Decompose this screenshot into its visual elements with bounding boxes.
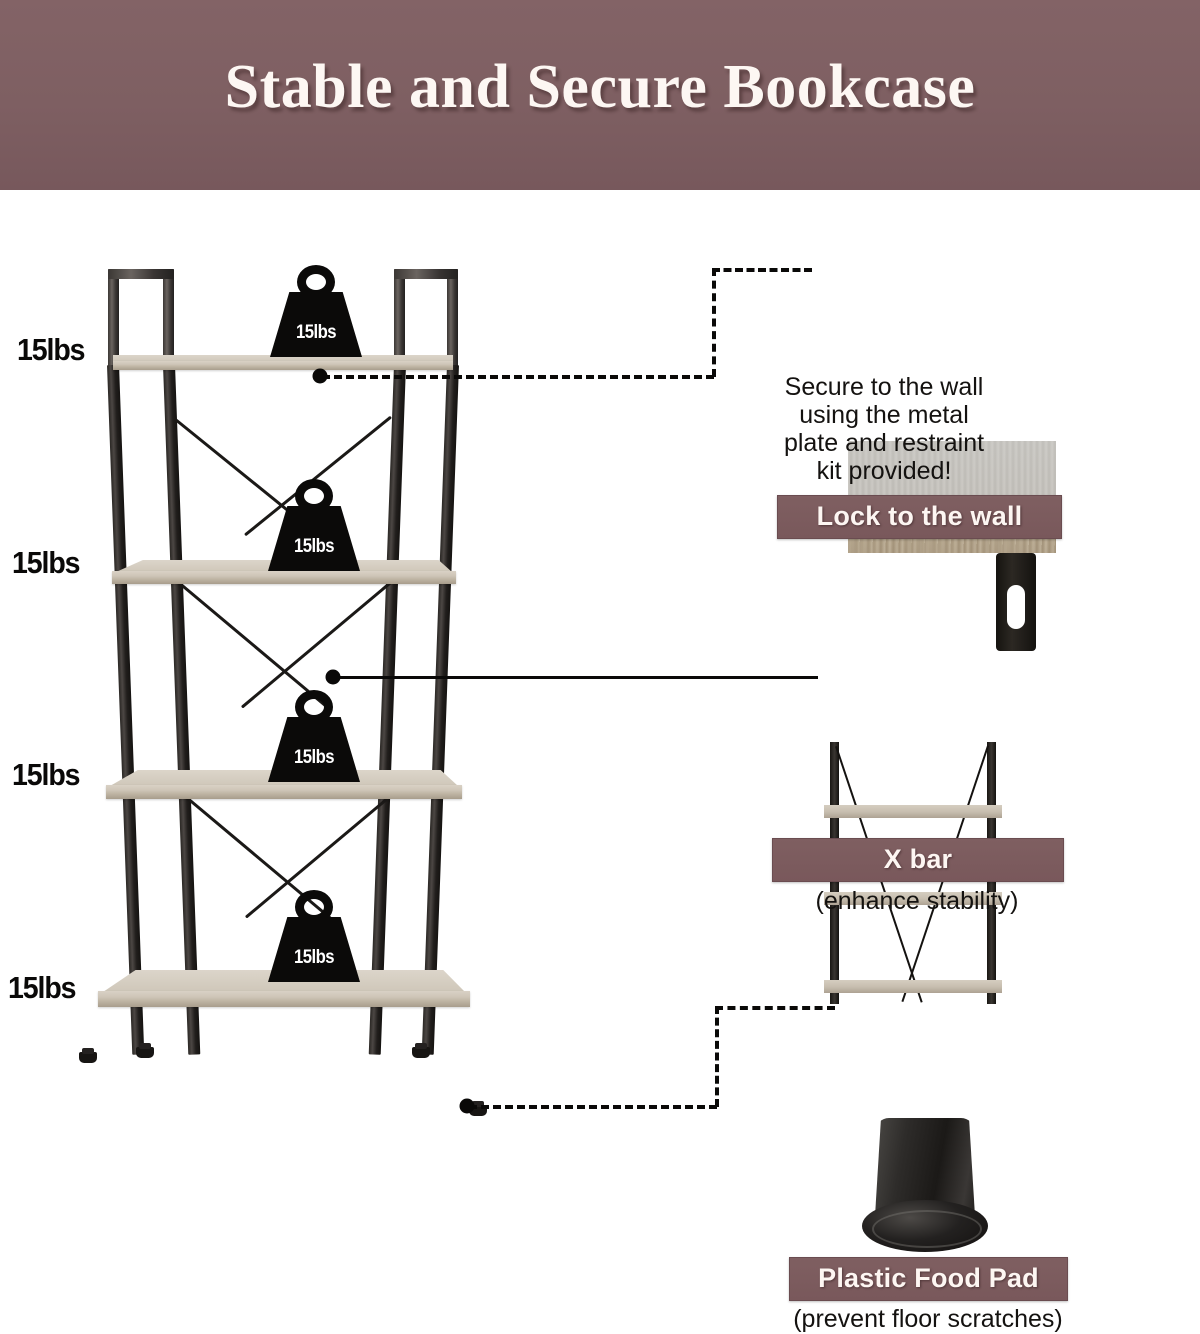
banner-x-bar: X bar xyxy=(772,838,1064,882)
bookcase-foot-back-right xyxy=(412,1043,430,1058)
bookcase-foot-front-right xyxy=(469,1101,487,1116)
weight-icon-tier-1: 15lbs xyxy=(270,265,362,357)
plastic-foot-pad-illustration xyxy=(862,1118,988,1256)
weight-icon-label-3: 15lbs xyxy=(293,747,335,768)
xbar-diagram-shelf-1 xyxy=(824,805,1002,818)
bookcase-post-back-right xyxy=(368,364,406,1055)
capacity-label-tier-3: 15lbs xyxy=(12,757,81,792)
metal-plate-illustration xyxy=(996,553,1036,651)
header-banner: Stable and Secure Bookcase xyxy=(0,0,1200,190)
bookcase-xbar-2b xyxy=(240,577,396,709)
leader-dot-foot-pad xyxy=(459,1098,475,1114)
bookcase-illustration: 15lbs 15lbs 15lbs 15lbs xyxy=(0,190,520,1200)
bookcase-frame-upper-left-top xyxy=(108,269,174,279)
bookcase-post-front-left xyxy=(107,364,145,1055)
bookcase-shelf-1-top xyxy=(113,355,453,362)
leader-line-lock-to-wall-top xyxy=(712,268,812,272)
capacity-label-tier-2: 15lbs xyxy=(12,545,81,580)
bookcase-shelf-4 xyxy=(98,991,470,1007)
bookcase-frame-upper-left-outer xyxy=(108,269,119,369)
infographic-canvas: 15lbs 15lbs 15lbs 15lbs 15lbs 15lbs 15lb… xyxy=(0,190,1200,1333)
bookcase-frame-upper-right-inner xyxy=(394,269,405,369)
leader-dot-lock-to-wall xyxy=(312,368,328,384)
weight-icon-label-2: 15lbs xyxy=(293,536,335,557)
bookcase-post-back-left xyxy=(163,364,201,1055)
weight-icon-label-1: 15lbs xyxy=(295,322,337,343)
caption-x-bar: (enhance stability) xyxy=(815,887,1019,915)
metal-plate-slot xyxy=(1007,585,1025,629)
weight-icon-tier-2: 15lbs xyxy=(268,479,360,571)
leader-line-lock-to-wall-vertical xyxy=(712,268,716,377)
leader-line-xbar xyxy=(333,676,818,679)
xbar-diagram-shelf-3 xyxy=(824,980,1002,993)
bookcase-shelf-1 xyxy=(113,361,453,370)
bookcase-shelf-3 xyxy=(106,785,462,799)
leader-line-lock-to-wall-horizontal xyxy=(322,375,714,379)
bookcase-frame-upper-left-inner xyxy=(163,269,174,369)
bookcase-foot-back-left xyxy=(136,1043,154,1058)
capacity-label-tier-4: 15lbs xyxy=(8,970,77,1005)
foot-pad-ring xyxy=(872,1210,982,1248)
weight-icon-tier-4: 15lbs xyxy=(268,890,360,982)
page-title: Stable and Secure Bookcase xyxy=(224,53,976,121)
banner-plastic-foot-pad: Plastic Food Pad xyxy=(789,1257,1068,1301)
xbar-diagram-shelf-2 xyxy=(824,892,1002,905)
caption-plastic-foot-pad: (prevent floor scratches) xyxy=(793,1305,1063,1333)
bookcase-post-front-right xyxy=(421,364,459,1055)
leader-line-foot-pad-vertical xyxy=(715,1006,719,1107)
leader-line-foot-pad-top xyxy=(715,1006,835,1010)
bookcase-frame-upper-right-top xyxy=(394,269,458,279)
weight-icon-tier-3: 15lbs xyxy=(268,690,360,782)
lock-to-wall-description-line-2: using the metal xyxy=(799,401,969,429)
lock-to-wall-description-line-3: plate and restraint xyxy=(783,429,985,457)
lock-to-wall-description-line-1: Secure to the wall xyxy=(784,373,984,401)
banner-lock-to-the-wall: Lock to the wall xyxy=(777,495,1062,539)
lock-to-wall-description: Secure to the wall using the metal plate… xyxy=(764,373,1004,485)
capacity-label-tier-1: 15lbs xyxy=(17,332,86,367)
lock-to-wall-description-line-4: kit provided! xyxy=(816,457,952,485)
bookcase-foot-front-left xyxy=(79,1048,97,1063)
bookcase-frame-upper-right-outer xyxy=(447,269,458,369)
leader-line-foot-pad-horizontal xyxy=(469,1105,717,1109)
weight-icon-label-4: 15lbs xyxy=(293,947,335,968)
bookcase-shelf-2 xyxy=(112,571,456,584)
